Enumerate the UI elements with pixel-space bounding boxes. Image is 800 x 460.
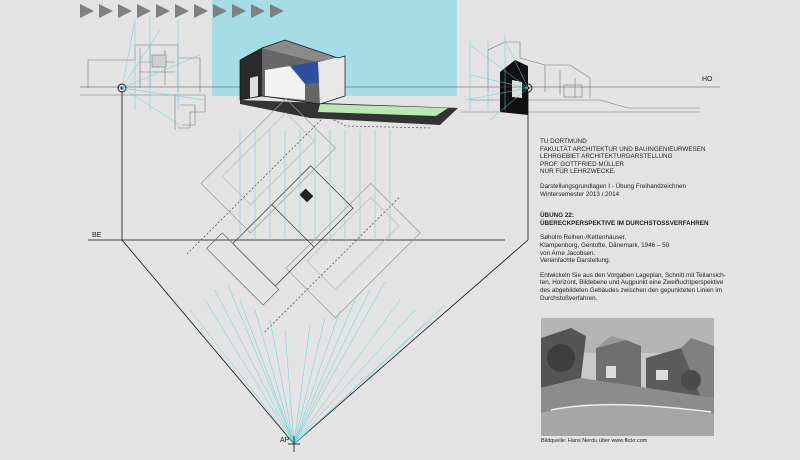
construction-ray — [293, 317, 326, 445]
construction-line — [121, 29, 161, 89]
project-line-1: Søholm Reihen-/Kettenhäuser, — [540, 234, 627, 242]
header-arrows — [80, 4, 284, 18]
chair-name: LEHRGEBIET ARCHITEKTURDARSTELLUNG — [540, 153, 673, 161]
faculty-name: FAKULTÄT ARCHITEKTUR UND BAUINGENIEURWES… — [540, 145, 706, 153]
left-elevation-drawing — [80, 44, 206, 130]
horizon-label: HO — [702, 76, 713, 83]
task-line-1: Entwickeln Sie aus den Vorgaben Lageplan… — [540, 271, 726, 279]
construction-ray — [293, 309, 341, 445]
construction-line — [121, 87, 206, 101]
construction-ray — [269, 319, 295, 445]
header-arrow — [232, 4, 246, 18]
course-name: Darstellungsgrundlagen I - Übung Freihan… — [540, 182, 686, 190]
header-arrow — [156, 4, 170, 18]
professor-name: PROF. GOTTFRIED MÜLLER — [540, 160, 624, 168]
building-green-plane — [318, 104, 448, 116]
university-name: TU DORTMUND — [540, 138, 587, 145]
construction-line — [489, 87, 529, 121]
header-arrow — [118, 4, 132, 18]
task-line-3: des abgebildeten Gebäudes zwischen den g… — [540, 286, 723, 294]
picture-plane-label: BE — [92, 232, 102, 239]
construction-line — [469, 74, 529, 89]
construction-lines-upper — [121, 15, 529, 126]
project-line-4: Vereinfachte Darstellung. — [540, 257, 611, 265]
project-line-3: von Arne Jacobsen. — [540, 249, 596, 257]
construction-ray — [293, 289, 371, 445]
construction-line — [121, 87, 181, 126]
header-arrow — [270, 4, 284, 18]
construction-rays-to-ap — [189, 130, 446, 445]
building-door — [250, 76, 258, 98]
task-line-4: Durchstoßverfahren. — [540, 294, 598, 302]
building-roof — [262, 40, 338, 62]
right-elevation-drawing — [460, 41, 700, 113]
header-arrow — [251, 4, 265, 18]
construction-ray — [204, 299, 295, 445]
building-light-facade — [265, 66, 305, 100]
exercise-subtitle: ÜBERECKPERSPEKTIVE IM DURCHSTOSSVERFAHRE… — [540, 219, 709, 227]
construction-ray — [254, 309, 295, 445]
construction-ray — [189, 309, 295, 445]
construction-ray — [284, 329, 295, 445]
right-facade-opening — [512, 80, 522, 98]
photo-credit: Bildquelle: Hans Nerdu über www.flickr.c… — [541, 438, 648, 444]
eye-point-label: AP — [280, 437, 290, 444]
header-arrow — [80, 4, 94, 18]
header-arrow — [194, 4, 208, 18]
task-line-2: ten, Horizont, Bildebene und Augpunkt ei… — [540, 279, 724, 287]
eye-point-marker — [288, 436, 300, 452]
exercise-title: ÜBUNG 22: — [540, 212, 574, 220]
construction-line — [504, 39, 529, 89]
left-vanishing-line — [121, 239, 295, 445]
building-light-wall — [318, 56, 345, 104]
construction-ray — [227, 284, 295, 445]
construction-ray — [239, 299, 295, 445]
building-frame — [239, 39, 346, 105]
construction-ray — [293, 324, 311, 445]
header-arrow — [137, 4, 151, 18]
construction-ray — [293, 309, 416, 445]
construction-ray — [214, 289, 295, 445]
info-block: TU DORTMUND FAKULTÄT ARCHITEKTUR UND BAU… — [540, 138, 790, 302]
usage-note: NUR FÜR LEHRZWECKE. — [540, 168, 616, 176]
construction-ray — [293, 299, 356, 445]
site-plan — [186, 98, 421, 333]
right-vanishing-line — [293, 239, 529, 445]
construction-ray — [293, 304, 446, 445]
reference-photo — [541, 318, 714, 436]
header-arrow — [99, 4, 113, 18]
construction-ray — [293, 281, 386, 445]
header-arrow — [213, 4, 227, 18]
construction-line — [469, 44, 529, 89]
project-line-2: Klampenborg, Gentofte, Dänemark, 1946 – … — [540, 241, 670, 249]
building-dashed-outline — [329, 117, 431, 129]
semester: Wintersemester 2013 / 2014 — [540, 190, 620, 198]
perspective-building — [239, 39, 458, 129]
construction-line — [121, 19, 136, 89]
header-arrow — [175, 4, 189, 18]
construction-line — [464, 87, 529, 101]
construction-ray — [293, 299, 401, 445]
